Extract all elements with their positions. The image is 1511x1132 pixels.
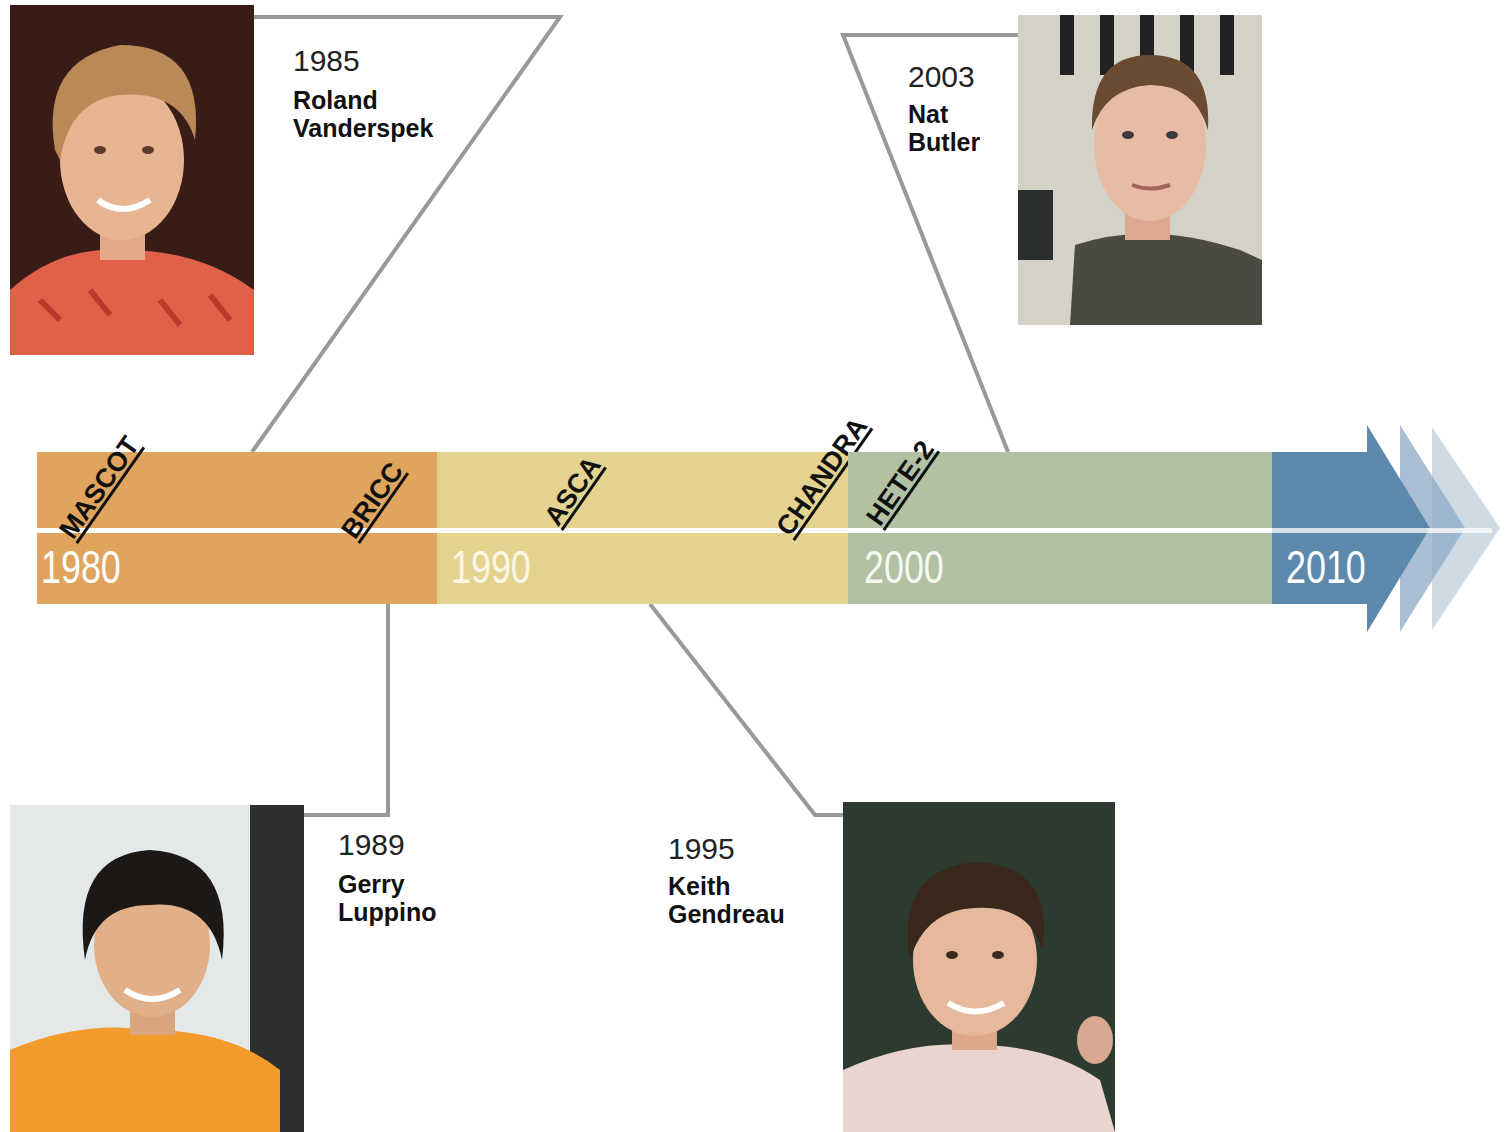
person-name: Gerry Luppino <box>338 870 478 926</box>
portrait-photo <box>10 5 254 355</box>
person-name: Keith Gendreau <box>668 872 818 928</box>
decade-band: HETE-22000 <box>848 452 1272 604</box>
portrait-photo <box>1018 15 1262 325</box>
portrait-frame: 2003Nat Butler <box>1018 15 1262 325</box>
decade-band: ASCACHANDRA1990 <box>437 452 848 604</box>
mission-label: ASCA <box>538 451 606 531</box>
decade-arrow: 2010 <box>1272 452 1510 604</box>
decade-label: 1980 <box>41 544 121 590</box>
portrait-photo <box>10 805 304 1132</box>
portrait-frame: 1995Keith Gendreau <box>843 802 1115 1132</box>
leader-line <box>304 604 388 815</box>
year-label: 1995 <box>668 832 735 866</box>
mission-label: BRICC <box>335 457 409 544</box>
person-name: Roland Vanderspek <box>293 86 473 142</box>
leader-line <box>252 17 560 452</box>
year-label: 1985 <box>293 44 360 78</box>
portrait-photo <box>843 802 1115 1132</box>
year-label: 1989 <box>338 828 405 862</box>
decade-band: MASCOTBRICC1980 <box>37 452 437 604</box>
mission-label: HETE-2 <box>860 435 940 531</box>
leader-line <box>650 604 843 815</box>
portrait-frame: 1989Gerry Luppino <box>10 805 304 1132</box>
mission-label: MASCOT <box>53 431 145 544</box>
decade-label: 2010 <box>1286 544 1366 590</box>
portrait-frame: 1985Roland Vanderspek <box>10 5 254 355</box>
leader-line <box>843 35 1018 452</box>
year-label: 2003 <box>908 60 975 94</box>
decade-label: 2000 <box>864 544 944 590</box>
person-name: Nat Butler <box>908 100 1008 156</box>
decade-label: 1990 <box>451 544 531 590</box>
